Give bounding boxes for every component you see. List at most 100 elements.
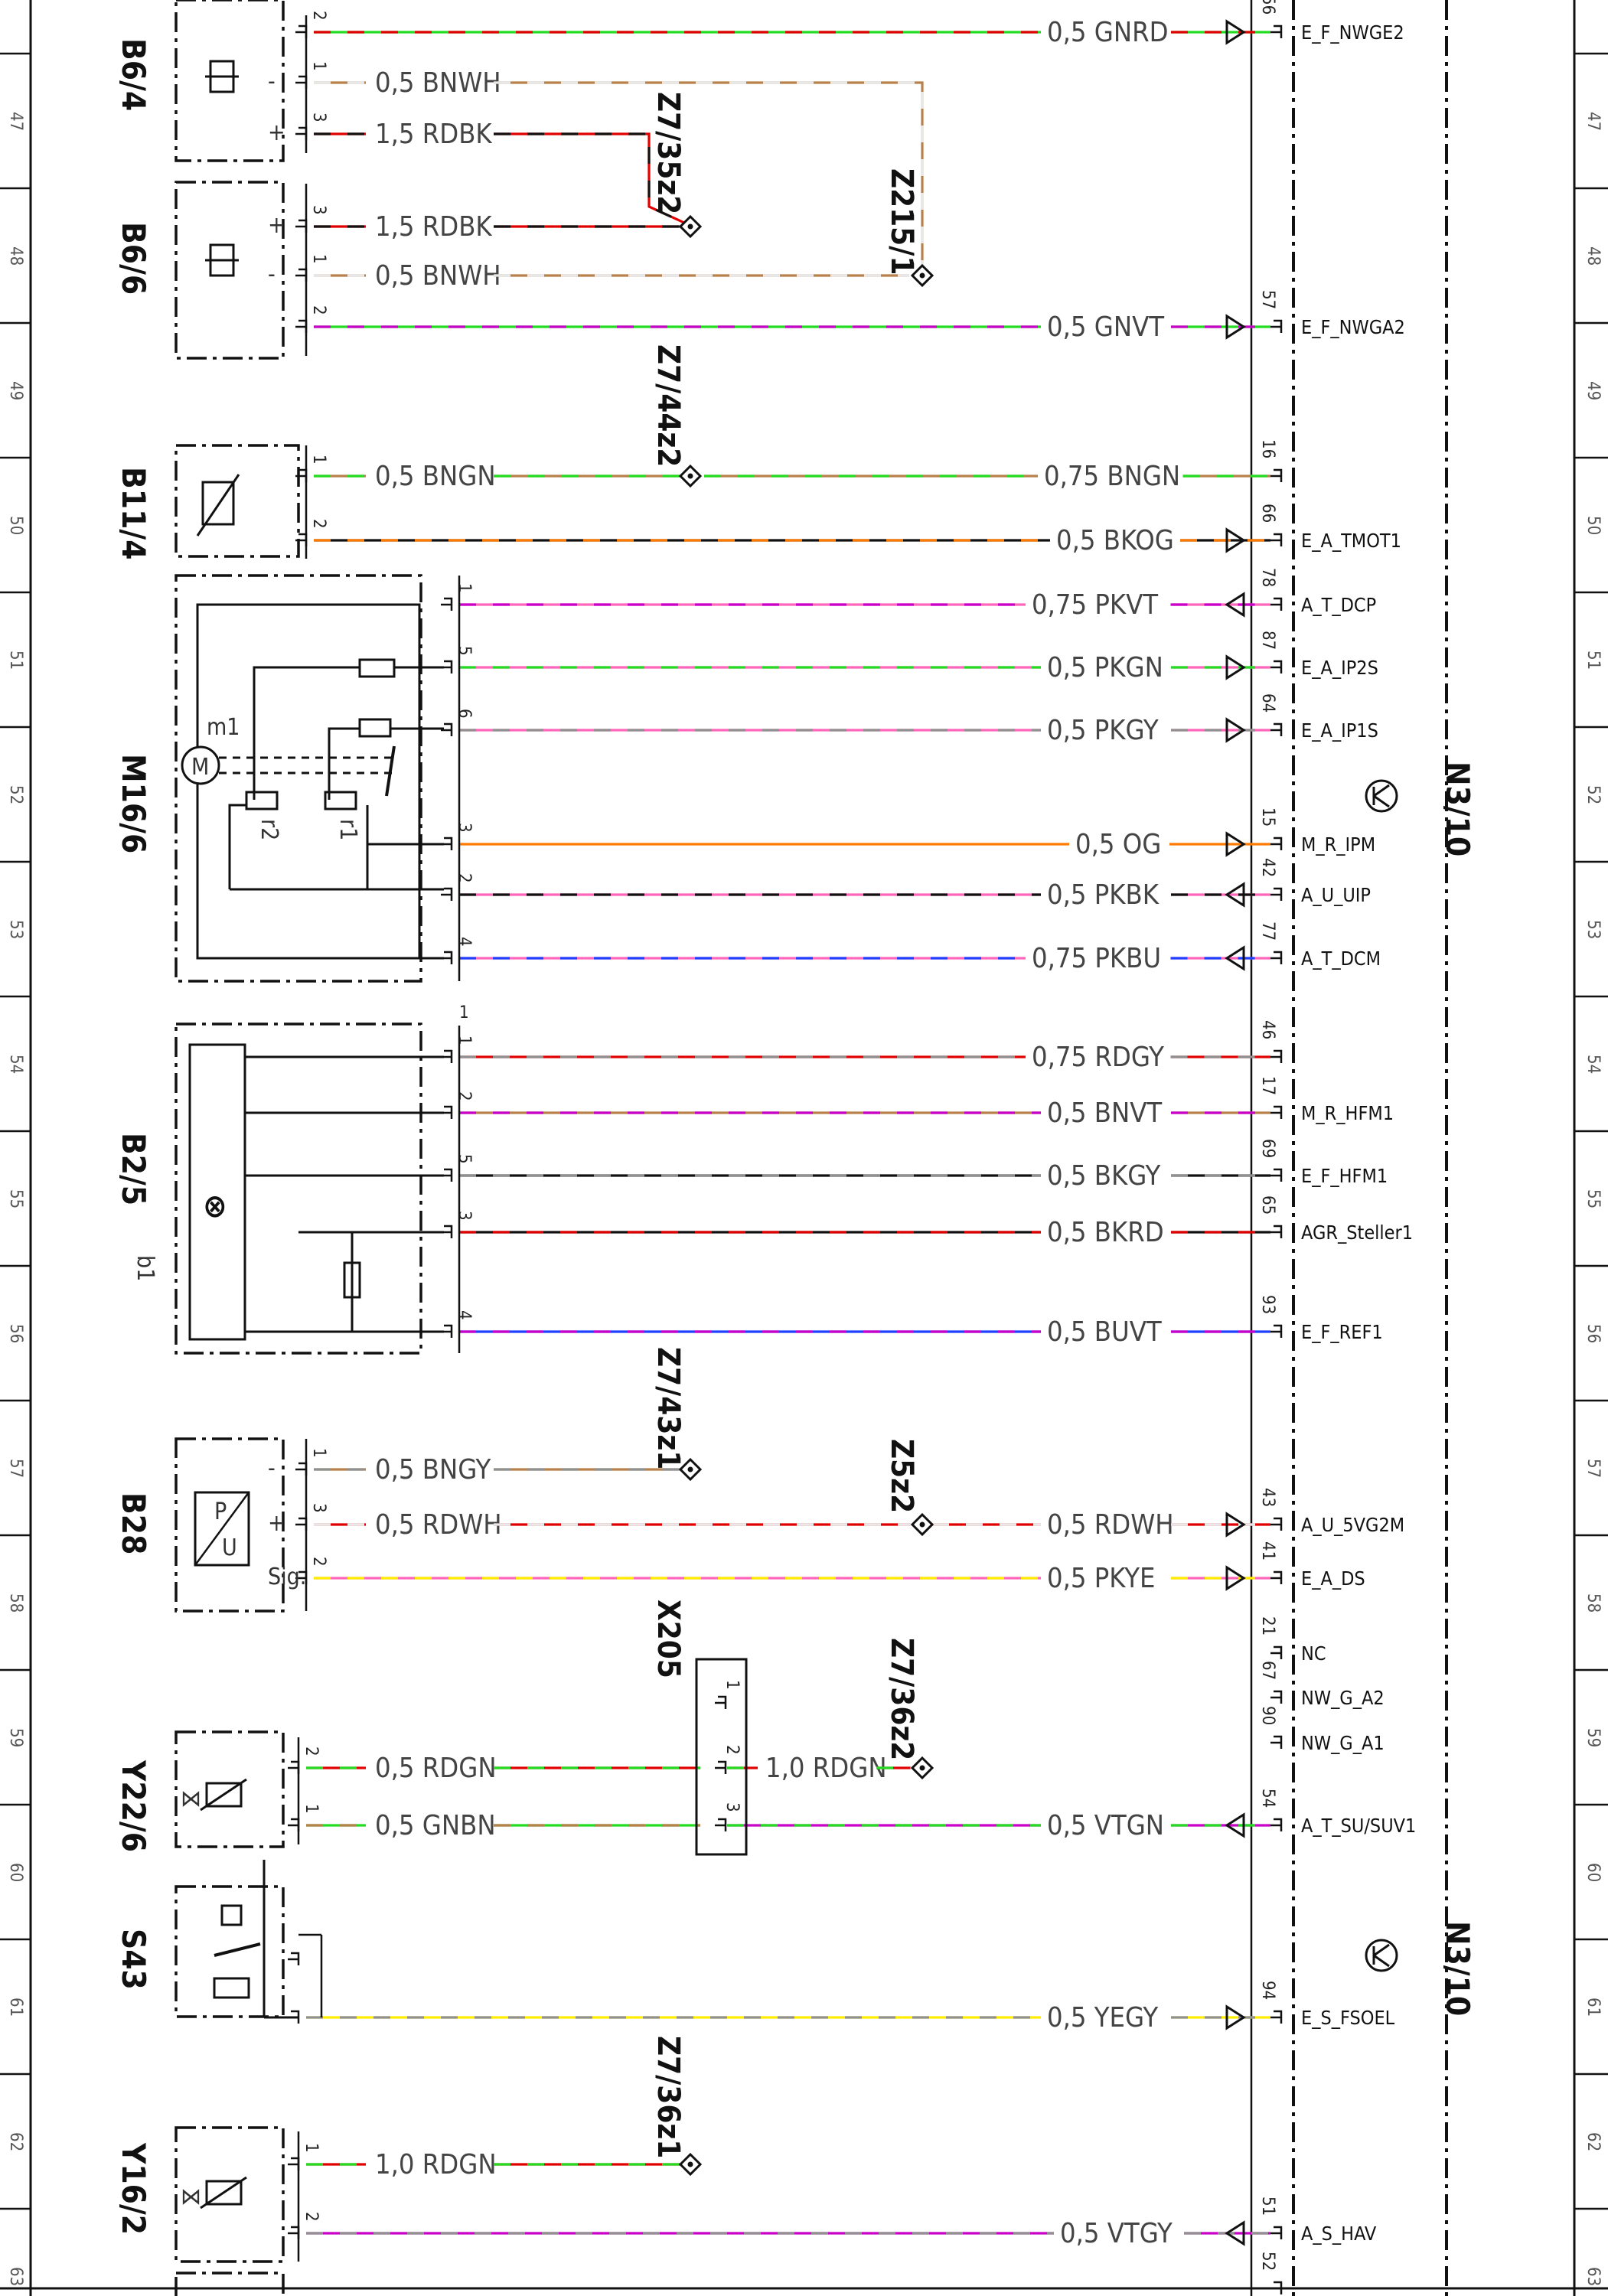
terminal-mark — [1274, 1517, 1283, 1531]
terminal — [1270, 2226, 1283, 2239]
arrow-in-icon — [1225, 314, 1246, 340]
splice-label: Z7/36z2 — [884, 1638, 919, 1760]
grid-number-left: 51 — [6, 651, 25, 670]
terminal-mark — [1274, 951, 1283, 964]
grid-number-right: 60 — [1584, 1863, 1603, 1882]
component-boundary — [174, 2126, 285, 2263]
component-pin-number: 3 — [455, 1211, 474, 1221]
component-pin-number: 5 — [455, 1154, 474, 1164]
component-label: B6/6 — [115, 222, 152, 295]
motor-symbol: M — [191, 754, 209, 781]
transistor-circle — [1365, 1939, 1398, 1972]
wire-label: 1,0 RDGN — [765, 1753, 887, 1784]
component-label: Y16/2 — [115, 2142, 152, 2235]
terminal — [288, 1818, 300, 1831]
motor-line-b — [328, 727, 360, 800]
ecu-signal-name: A_S_HAV — [1301, 2223, 1377, 2245]
ecu-pin-number: 41 — [1258, 1541, 1277, 1561]
wire-label: 0,5 GNVT — [1047, 311, 1164, 343]
terminal — [1270, 1517, 1283, 1531]
terminal-mark — [444, 887, 453, 901]
connector-label: X205 — [651, 1600, 686, 1678]
grid-number-right: 61 — [1584, 1998, 1603, 2017]
component-pin-number: 2 — [309, 1557, 328, 1567]
terminal-mark — [444, 1105, 453, 1119]
ecu-pin-number: 93 — [1258, 1295, 1277, 1314]
grid-number-right: 55 — [1584, 1189, 1603, 1208]
arrow-out-icon — [1225, 945, 1245, 971]
terminal — [441, 722, 453, 736]
transistor-icon — [1365, 1939, 1398, 1972]
wire-label: 1,5 RDBK — [375, 119, 492, 150]
wire-label: 0,5 PKBK — [1047, 879, 1160, 911]
motor-line-d — [228, 804, 246, 889]
splice-label: Z215/1 — [884, 168, 919, 275]
ecu-pin-number: 64 — [1258, 693, 1277, 713]
wire-label: 0,5 GNBN — [375, 1810, 496, 1841]
ecu-label: N3/10 — [1439, 1921, 1476, 2016]
ecu-pin-number: 52 — [1258, 2252, 1277, 2271]
wire-label: 0,5 GNRD — [1047, 17, 1169, 48]
terminal-mark — [444, 1168, 453, 1182]
grid-number-left: 56 — [6, 1324, 25, 1343]
splice-dot — [687, 473, 693, 479]
terminal-mark — [444, 837, 453, 850]
component-label: B28 — [115, 1492, 152, 1554]
splice-dot — [919, 1765, 925, 1771]
grid-number-left: 49 — [6, 381, 25, 400]
ecu-signal-name: E_A_TMOT1 — [1301, 530, 1401, 552]
grid-number-right: 62 — [1584, 2132, 1603, 2151]
ecu-signal-name: M_R_HFM1 — [1301, 1102, 1394, 1124]
component-pin-number: 2 — [309, 519, 328, 529]
ecu-signal-name: E_S_FSOEL — [1301, 2007, 1395, 2029]
ecu-pin-number: 65 — [1258, 1195, 1277, 1215]
splice-1 — [910, 263, 934, 288]
ecu-signal-name: A_T_SU/SUV1 — [1301, 1815, 1416, 1837]
wire-segment — [494, 132, 693, 228]
terminal-mark — [1274, 1818, 1283, 1831]
terminal-mark — [718, 1760, 727, 1774]
component-boundary — [174, 444, 300, 558]
ecu-pin-number: 90 — [1258, 1706, 1277, 1725]
resistor-r1 — [324, 791, 357, 810]
terminal — [1270, 660, 1283, 673]
terminal — [1270, 1645, 1283, 1659]
ecu-pin-number: 15 — [1258, 807, 1277, 827]
valve-icon: ⋈ — [181, 2183, 201, 2210]
terminal — [1270, 1735, 1283, 1749]
terminal — [441, 1225, 453, 1238]
terminal — [288, 1760, 300, 1774]
sensor-resistor — [343, 1261, 361, 1299]
terminal — [1270, 1570, 1283, 1584]
ecu-pin-number: 16 — [1258, 439, 1277, 458]
ecu-signal-name: AGR_Steller1 — [1301, 1221, 1413, 1244]
splice-dot — [687, 2161, 693, 2167]
component-b11-4: B11/412 — [115, 444, 328, 559]
sensor-module — [188, 1043, 246, 1341]
grid-number-right: 50 — [1584, 516, 1603, 535]
arrow-in-icon — [1225, 1512, 1246, 1538]
ecu-pin-number: 66 — [1258, 504, 1277, 523]
grid-number-right: 53 — [1584, 920, 1603, 939]
terminal-mark — [1274, 1645, 1283, 1659]
wire-label: 0,5 BKRD — [1047, 1217, 1164, 1248]
ecu-signal-name: E_F_HFM1 — [1301, 1165, 1388, 1187]
wire-label: 0,5 OG — [1075, 829, 1161, 860]
terminal — [1270, 24, 1283, 38]
component-pin-number: 3 — [455, 823, 474, 833]
ecu-pin-number: 54 — [1258, 1789, 1277, 1808]
terminal — [441, 660, 453, 673]
terminal — [1270, 1324, 1283, 1338]
wiper-icon — [385, 745, 396, 797]
transistor-icon — [1365, 779, 1398, 813]
arrow-out-icon — [1225, 592, 1245, 618]
arrow-in-icon — [1225, 2004, 1246, 2030]
ecu-pin-number: 56 — [1258, 0, 1277, 15]
terminal — [1270, 1818, 1283, 1831]
terminal — [295, 319, 308, 333]
